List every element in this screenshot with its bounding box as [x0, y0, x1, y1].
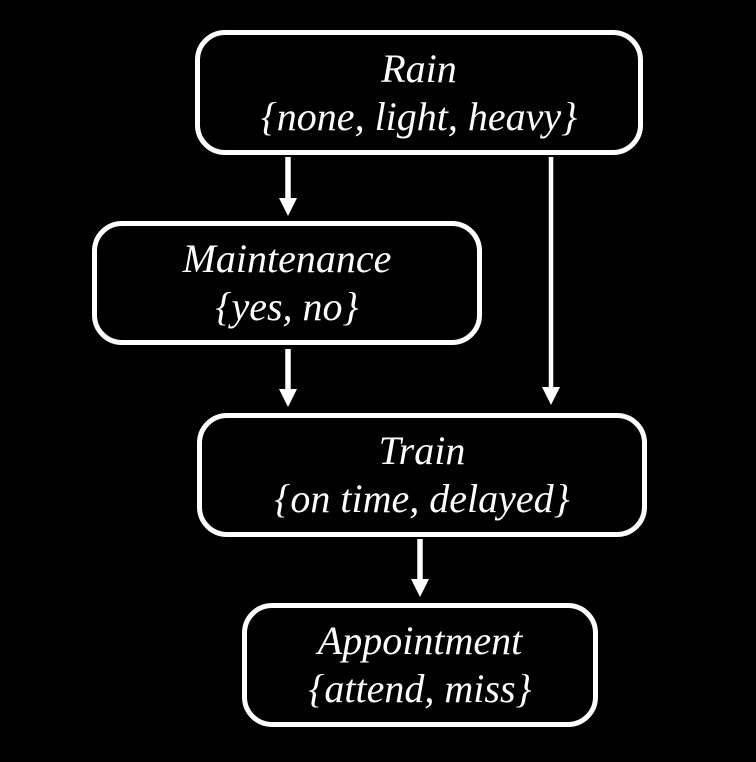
edge-train-to-appointment-arrow — [411, 539, 429, 597]
node-rain-label: Rain — [381, 45, 457, 91]
node-maintenance: Maintenance {yes, no} — [92, 221, 482, 345]
node-rain: Rain {none, light, heavy} — [195, 30, 643, 155]
node-train-label: Train — [378, 428, 466, 473]
edge-rain-to-maintenance-arrow — [279, 157, 297, 216]
node-train: Train {on time, delayed} — [197, 413, 647, 537]
node-rain-values: {none, light, heavy} — [260, 93, 578, 139]
node-appointment-values: {attend, miss} — [308, 666, 532, 711]
node-maintenance-label: Maintenance — [182, 236, 392, 281]
edge-maintenance-to-train-arrow — [279, 349, 297, 407]
node-appointment: Appointment {attend, miss} — [242, 603, 598, 727]
node-appointment-label: Appointment — [317, 618, 523, 663]
node-train-values: {on time, delayed} — [274, 476, 570, 521]
edge-rain-to-train-arrow — [542, 157, 560, 405]
node-maintenance-values: {yes, no} — [215, 284, 359, 329]
